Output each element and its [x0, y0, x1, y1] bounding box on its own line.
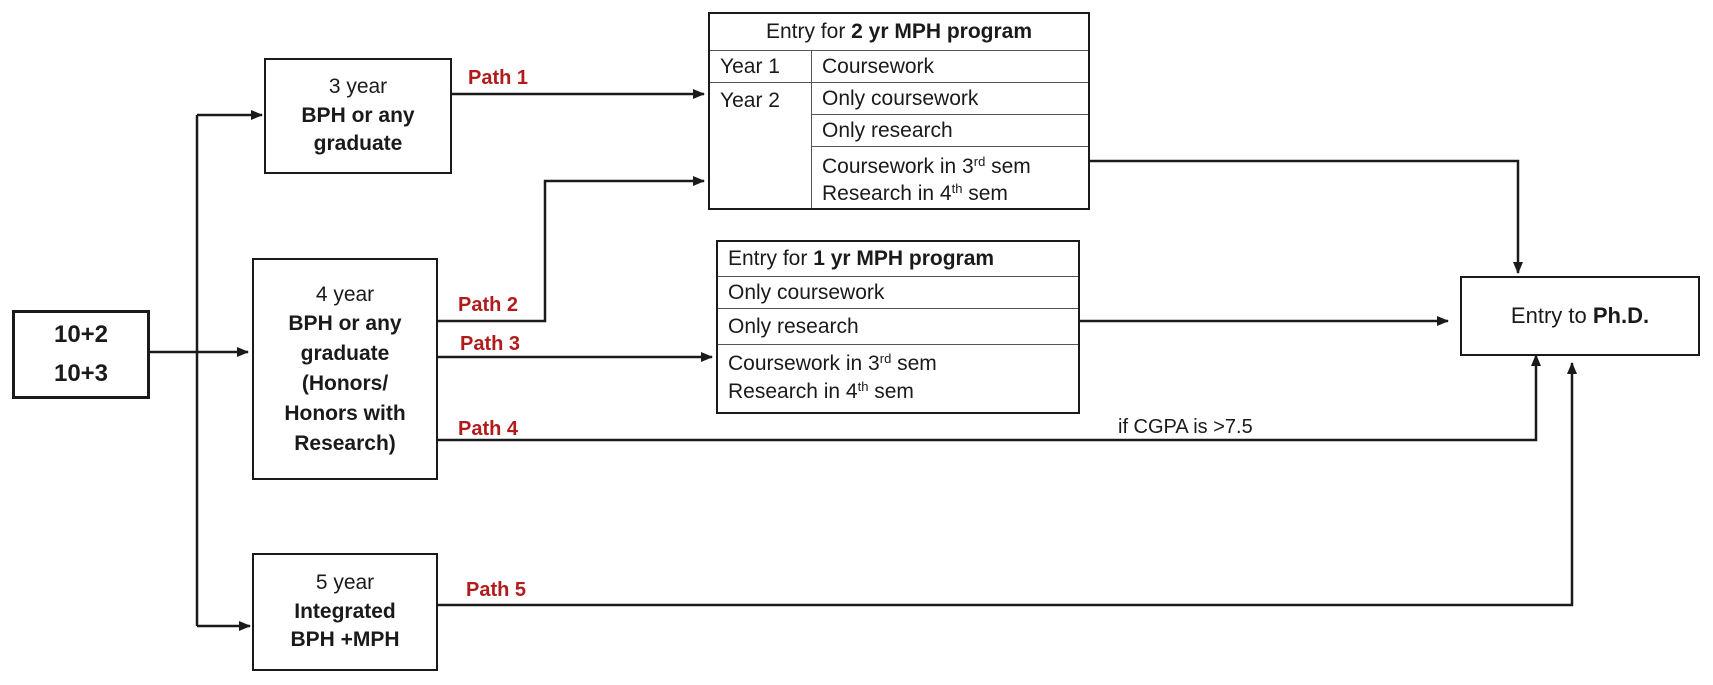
- degree-5yr-box: 5 year Integrated BPH +MPH: [252, 553, 438, 671]
- mph-1yr-option-3: Coursework in 3rd sem Research in 4th se…: [728, 350, 937, 407]
- cgpa-condition-note: if CGPA is >7.5: [1118, 416, 1253, 438]
- phd-prefix: Entry to: [1510, 302, 1593, 328]
- mph-2yr-option-row-2: Only research: [812, 114, 1088, 146]
- mph-2yr-year1-row: Year 1 Coursework: [710, 50, 1088, 82]
- degree-4yr-box: 4 year BPH or any graduate (Honors/ Hono…: [252, 258, 438, 480]
- connector-2yr-to-phd: [1088, 159, 1523, 274]
- degree-4yr-line6: Research): [294, 431, 396, 455]
- mph-2yr-option-1: Only coursework: [822, 86, 979, 110]
- connector-path2: [438, 176, 705, 323]
- mph-1yr-option-row-2: Only research: [718, 308, 1078, 344]
- mph-2yr-mixed-line2-end: sem: [962, 182, 1008, 206]
- mph-2yr-option-2: Only research: [822, 118, 953, 142]
- mph-1yr-mixed-line2-sup: th: [857, 379, 869, 395]
- degree-5yr-line1: 5 year: [315, 570, 375, 594]
- degree-3yr-line3: graduate: [313, 132, 403, 156]
- phd-label: Entry to Ph.D.: [1511, 301, 1649, 331]
- mph-2yr-option-row-3: Coursework in 3rd sem Research in 4th se…: [812, 146, 1088, 208]
- mph-1yr-table: Entry for 1 yr MPH program Only coursewo…: [716, 240, 1080, 414]
- mph-2yr-mixed-line1: Coursework in 3: [822, 155, 974, 178]
- mph-2yr-mixed-line2-sup: th: [951, 181, 963, 197]
- mph-1yr-mixed-line1-end: sem: [891, 352, 937, 375]
- phd-box: Entry to Ph.D.: [1460, 276, 1700, 356]
- mph-2yr-header-prefix: Entry for: [765, 20, 852, 43]
- source-box-10-plus: 10+2 10+3: [12, 310, 150, 399]
- path-label-2: Path 2: [458, 294, 519, 316]
- path-label-3: Path 3: [460, 333, 521, 355]
- source-line2: 10+3: [53, 359, 109, 387]
- mph-1yr-option-1: Only coursework: [728, 280, 885, 304]
- mph-1yr-header: Entry for 1 yr MPH program: [718, 242, 1078, 276]
- mph-2yr-mixed-line1-end: sem: [985, 155, 1031, 178]
- mph-2yr-year1-label: Year 1: [710, 51, 812, 82]
- degree-5yr-line2: Integrated: [294, 599, 396, 623]
- degree-3yr-line1: 3 year: [328, 74, 388, 98]
- mph-2yr-option-row-1: Only coursework: [812, 82, 1088, 114]
- source-line1: 10+2: [53, 321, 109, 349]
- phd-bold: Ph.D.: [1592, 302, 1650, 328]
- mph-1yr-mixed-line1-sup: rd: [879, 351, 892, 366]
- degree-4yr-line4: (Honors/: [301, 372, 389, 395]
- mph-1yr-header-bold: 1 yr MPH program: [813, 247, 995, 270]
- degree-3yr-box: 3 year BPH or any graduate: [264, 58, 452, 174]
- mph-2yr-table: Entry for 2 yr MPH program Year 1 Course…: [708, 12, 1090, 210]
- mph-1yr-mixed-line2-end: sem: [868, 380, 914, 404]
- degree-3yr-line2: BPH or any: [301, 103, 415, 127]
- mph-2yr-year2-label: Year 2: [720, 89, 780, 112]
- mph-1yr-mixed-line1: Coursework in 3: [728, 352, 880, 375]
- degree-4yr-line5: Honors with: [284, 401, 406, 425]
- connector-path4: [438, 354, 1541, 442]
- path-label-5: Path 5: [466, 579, 527, 601]
- path-label-1: Path 1: [468, 67, 529, 89]
- degree-5yr-line3: BPH +MPH: [290, 628, 400, 652]
- degree-4yr-line2: BPH or any: [288, 312, 402, 336]
- mph-1yr-header-row: Entry for 1 yr MPH program: [718, 242, 1078, 276]
- mph-2yr-header-bold: 2 yr MPH program: [851, 20, 1033, 43]
- mph-2yr-option-3: Coursework in 3rd sem Research in 4th se…: [822, 153, 1031, 208]
- mph-2yr-year1-option: Coursework: [822, 54, 935, 78]
- connector-path5: [438, 362, 1577, 607]
- mph-1yr-option-row-1: Only coursework: [718, 276, 1078, 308]
- mph-2yr-mixed-line2: Research in 4: [822, 182, 952, 206]
- degree-4yr-line1: 4 year: [315, 282, 375, 306]
- mph-2yr-header: Entry for 2 yr MPH program: [710, 14, 1088, 50]
- mph-2yr-header-row: Entry for 2 yr MPH program: [710, 14, 1088, 50]
- mph-2yr-year2-cell: Year 2: [710, 82, 812, 208]
- mph-1yr-option-2: Only research: [728, 314, 859, 338]
- path-label-4: Path 4: [458, 418, 519, 440]
- mph-2yr-mixed-line1-sup: rd: [973, 154, 986, 169]
- degree-4yr-line3: graduate: [300, 342, 390, 366]
- mph-1yr-header-prefix: Entry for: [728, 247, 814, 270]
- mph-1yr-mixed-line2: Research in 4: [728, 380, 858, 404]
- mph-1yr-option-row-3: Coursework in 3rd sem Research in 4th se…: [718, 344, 1078, 412]
